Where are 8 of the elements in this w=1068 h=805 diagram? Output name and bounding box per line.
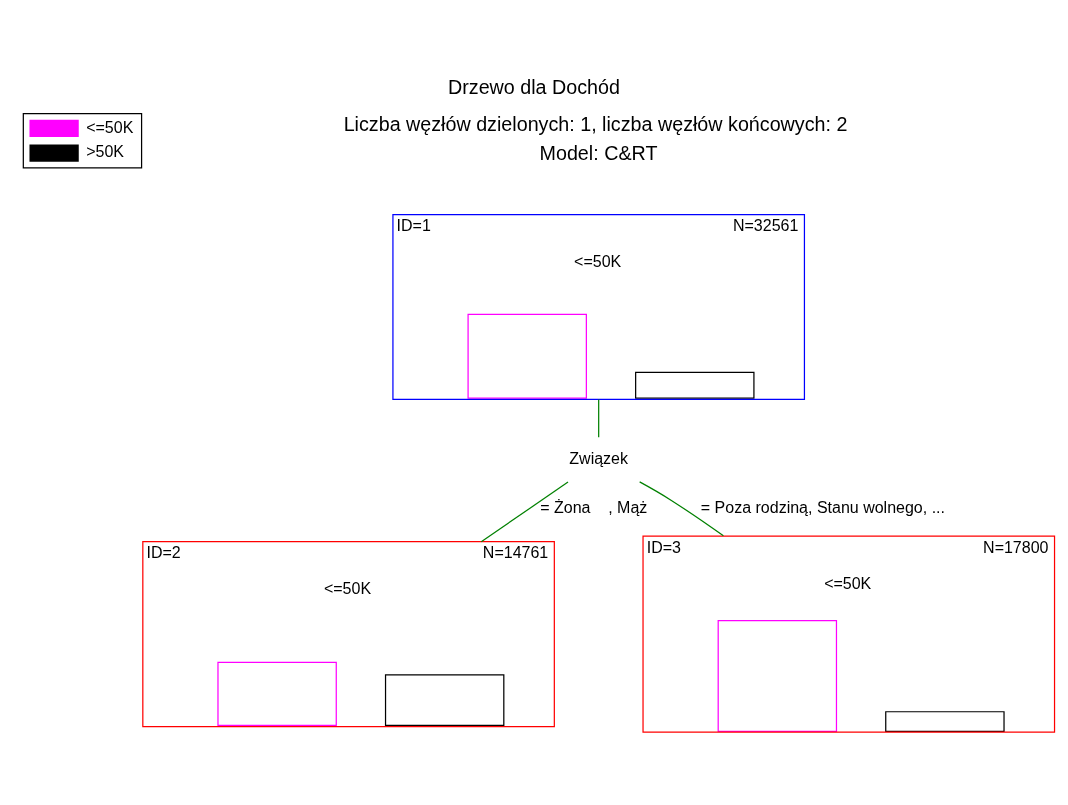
edge-label: = Żona , Mąż [540,499,648,517]
node-text: Związek [569,449,629,467]
label: Model: C&RT [539,142,658,165]
legend-label: >50K [86,143,124,161]
edge-label: = Poza rodziną, Stanu wolnego, ... [700,499,945,517]
diagram-title: Drzewo dla Dochód [448,75,620,98]
label: Liczba węzłów dzielonych: 1, liczba węzłów końcowych: 2 [343,112,848,135]
legend-label: <=50K [86,118,134,136]
